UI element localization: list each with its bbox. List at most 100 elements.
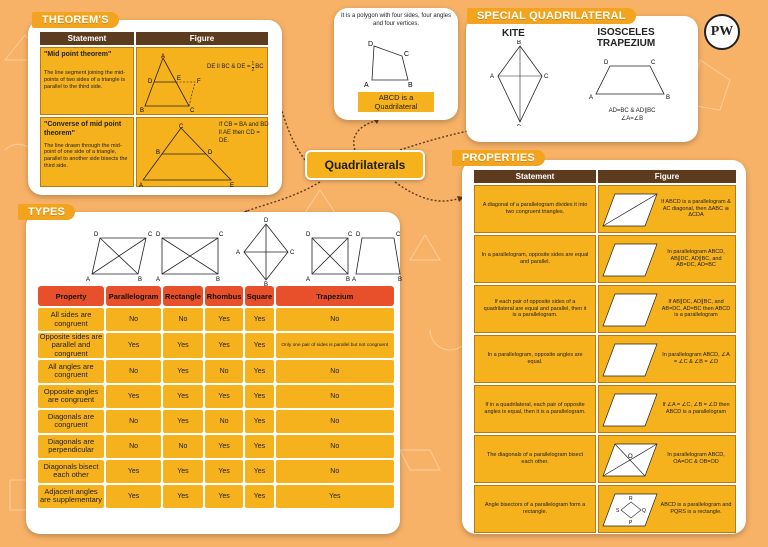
- value-cell: Yes: [163, 333, 203, 358]
- value-cell: Yes: [245, 434, 274, 458]
- value-cell: No: [275, 409, 394, 433]
- kite-figure: A B C D: [490, 40, 549, 126]
- table-row: All angles are congruent No Yes No Yes N…: [38, 359, 394, 383]
- parallelogram-figure: O: [602, 443, 658, 477]
- label-q: Q: [642, 508, 646, 514]
- property-cell: Diagonals are congruent: [38, 409, 104, 433]
- polygon-caption: ABCD is a Quadrilateral: [358, 92, 434, 112]
- property-statement: In a parallelogram, opposite angles are …: [474, 335, 596, 383]
- property-row: The diagonals of a parallelogram bisect …: [474, 435, 736, 483]
- property-figure: If ∠A = ∠C, ∠B = ∠D then ABCD is a paral…: [598, 385, 736, 433]
- label-b: B: [140, 108, 144, 114]
- theorem-statement: "Converse of mid point theorem" The line…: [40, 117, 134, 187]
- label-c: C: [544, 74, 549, 80]
- label-b: B: [408, 82, 413, 88]
- label-c: C: [651, 60, 656, 66]
- property-figure-note: ABCD is a parallelogram and PQRS is a re…: [660, 502, 732, 515]
- theorems-tag: THEOREM'S: [32, 12, 119, 28]
- svg-text:A: A: [156, 277, 160, 283]
- property-cell: Diagonals bisect each other: [38, 459, 104, 483]
- property-row: If each pair of opposite sides of a quad…: [474, 285, 736, 333]
- property-figure-note: In parallelogram ABCD, AB∥DC, AD∥BC, and…: [667, 248, 725, 269]
- value-cell: Yes: [245, 484, 274, 508]
- value-cell: No: [163, 434, 203, 458]
- theorems-header-figure: Figure: [136, 32, 268, 45]
- properties-table: Statement Figure A diagonal of a paralle…: [474, 170, 736, 533]
- label-d: D: [148, 79, 153, 85]
- theorem-figure: A D E F B C DE ll BC & DE = 1 2 BC: [136, 47, 268, 115]
- value-cell: Yes: [245, 384, 274, 408]
- value-cell: Only one pair of sides is parallel but n…: [275, 333, 394, 358]
- theorem-figure-note: DE ll BC & DE = 1 2 BC: [207, 62, 264, 73]
- value-cell: Yes: [163, 359, 203, 383]
- types-header-cell: Rectangle: [163, 286, 203, 306]
- label-a: A: [139, 183, 143, 188]
- trapezium-figure: D C A B: [589, 60, 670, 100]
- label-s: S: [616, 508, 620, 514]
- trapezium-note-line: ∠A=∠B: [620, 115, 644, 122]
- value-cell: Yes: [163, 409, 203, 433]
- property-row: Angle bisectors of a parallelogram form …: [474, 485, 736, 533]
- label-f: F: [197, 79, 201, 85]
- value-cell: Yes: [106, 459, 162, 483]
- properties-tag: PROPERTIES: [452, 150, 545, 166]
- property-statement: Angle bisectors of a parallelogram form …: [474, 485, 596, 533]
- value-cell: No: [275, 434, 394, 458]
- special-quadrilateral-card: KITE ISOSCELES TRAPEZIUM A B C D D C A B…: [466, 16, 698, 142]
- property-figure: O In parallelogram ABCD, OA=OC & OB=OD: [598, 435, 736, 483]
- value-cell: Yes: [245, 359, 274, 383]
- kite-title: KITE: [502, 28, 525, 39]
- polygon-caption-line: Quadrilateral: [374, 102, 418, 111]
- polygon-definition-card: It is a polygon with four sides, four an…: [334, 8, 458, 120]
- svg-text:A: A: [306, 277, 310, 283]
- property-figure-note: If ABCD is a parallelogram & AC diagonal…: [661, 198, 731, 219]
- midpoint-triangle-figure: A D E F B C: [140, 54, 201, 114]
- value-cell: Yes: [204, 308, 244, 331]
- value-cell: Yes: [106, 333, 162, 358]
- property-figure: If ABCD is a parallelogram & AC diagonal…: [598, 185, 736, 233]
- parallelogram-figure: [602, 193, 658, 227]
- value-cell: Yes: [204, 484, 244, 508]
- property-row: If in a quadrilateral, each pair of oppo…: [474, 385, 736, 433]
- value-cell: Yes: [275, 484, 394, 508]
- pw-logo: PW: [704, 14, 740, 50]
- property-figure: In parallelogram ABCD, ∠A = ∠C & ∠B = ∠D: [598, 335, 736, 383]
- svg-text:C: C: [290, 250, 295, 256]
- properties-header-statement: Statement: [474, 170, 596, 183]
- value-cell: Yes: [245, 409, 274, 433]
- property-statement: If in a quadrilateral, each pair of oppo…: [474, 385, 596, 433]
- label-o: O: [628, 454, 633, 460]
- label-c: C: [404, 51, 409, 58]
- property-cell: Adjacent angles are supplementary: [38, 484, 104, 508]
- theorem-statement: "Mid point theorem" The line segment joi…: [40, 47, 134, 115]
- value-cell: No: [275, 384, 394, 408]
- theorem-text: The line segment joining the mid-points …: [44, 69, 126, 90]
- fraction-numerator: 1: [251, 61, 255, 68]
- types-header-row: Property Parallelogram Rectangle Rhombus…: [38, 286, 394, 306]
- label-d: D: [604, 60, 609, 66]
- svg-text:B: B: [398, 277, 402, 283]
- theorems-table: Statement Figure "Mid point theorem" The…: [40, 32, 269, 188]
- value-cell: No: [275, 359, 394, 383]
- label-d: D: [368, 41, 373, 48]
- types-header-cell: Rhombus: [204, 286, 244, 306]
- svg-text:D: D: [94, 232, 99, 238]
- value-cell: No: [275, 308, 394, 331]
- property-figure: In parallelogram ABCD, AB∥DC, AD∥BC, and…: [598, 235, 736, 283]
- svg-text:D: D: [356, 232, 361, 238]
- value-cell: Yes: [204, 459, 244, 483]
- parallelogram-figure: [602, 243, 658, 277]
- property-statement: A diagonal of a parallelogram divides it…: [474, 185, 596, 233]
- value-cell: Yes: [163, 459, 203, 483]
- fraction-denominator: 2: [251, 67, 255, 73]
- svg-text:B: B: [264, 282, 268, 286]
- property-statement: If each pair of opposite sides of a quad…: [474, 285, 596, 333]
- property-row: In a parallelogram, opposite sides are e…: [474, 235, 736, 283]
- theorem-row: "Mid point theorem" The line segment joi…: [40, 47, 268, 115]
- value-cell: No: [106, 308, 162, 331]
- types-header-cell: Square: [245, 286, 274, 306]
- types-tag: TYPES: [18, 204, 76, 220]
- svg-text:A: A: [86, 277, 90, 283]
